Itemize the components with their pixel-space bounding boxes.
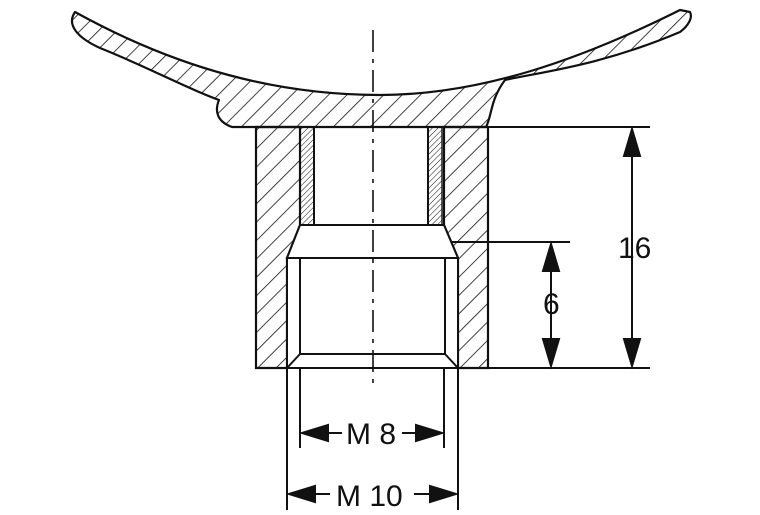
dimension-16-label: 16 [618,232,651,265]
dimension-m10-label: M 10 [336,480,403,513]
thread-strip-right [427,126,443,226]
dimension-m8-label: M 8 [346,418,396,451]
knob-cap-section [70,8,692,129]
dimension-m10 [285,368,460,510]
dimension-6 [452,240,570,370]
dimension-6-label: 6 [543,288,560,321]
dimension-m8 [298,368,446,448]
dimension-16 [488,125,650,370]
thread-strip-left [299,126,315,226]
